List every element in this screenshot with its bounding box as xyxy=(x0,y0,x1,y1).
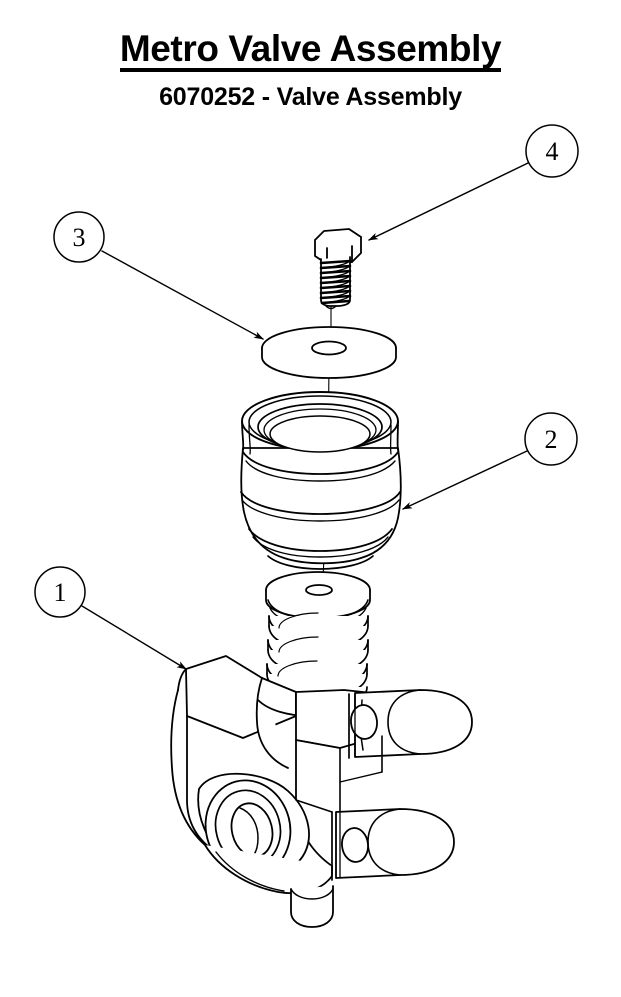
callout-balloon-3[interactable]: 3 xyxy=(53,211,105,263)
part-hex-head-bolt xyxy=(314,228,362,310)
callout-number-3: 3 xyxy=(73,223,86,252)
leader-line-1 xyxy=(81,605,187,670)
page-title: Metro Valve Assembly xyxy=(119,0,502,72)
callout-balloons: 1 2 3 4 xyxy=(34,124,579,618)
leader-line-2 xyxy=(402,450,528,510)
part-spring-top-retainer xyxy=(265,571,371,626)
callout-balloon-2[interactable]: 2 xyxy=(524,412,578,466)
callout-balloon-1[interactable]: 1 xyxy=(34,566,86,618)
callout-balloon-4[interactable]: 4 xyxy=(525,124,579,178)
part-flat-washer xyxy=(261,326,397,379)
page-subtitle: 6070252 - Valve Assembly xyxy=(159,83,462,111)
callout-number-2: 2 xyxy=(545,425,558,454)
part-bellows-boot xyxy=(240,391,402,570)
leader-line-4 xyxy=(368,162,529,241)
callout-number-4: 4 xyxy=(546,137,559,166)
leader-lines xyxy=(81,162,529,670)
callout-number-1: 1 xyxy=(54,578,67,607)
page-header: Metro Valve Assembly 6070252 - Valve Ass… xyxy=(0,0,621,110)
leader-line-3 xyxy=(101,250,264,340)
part-valve-body xyxy=(170,655,473,928)
